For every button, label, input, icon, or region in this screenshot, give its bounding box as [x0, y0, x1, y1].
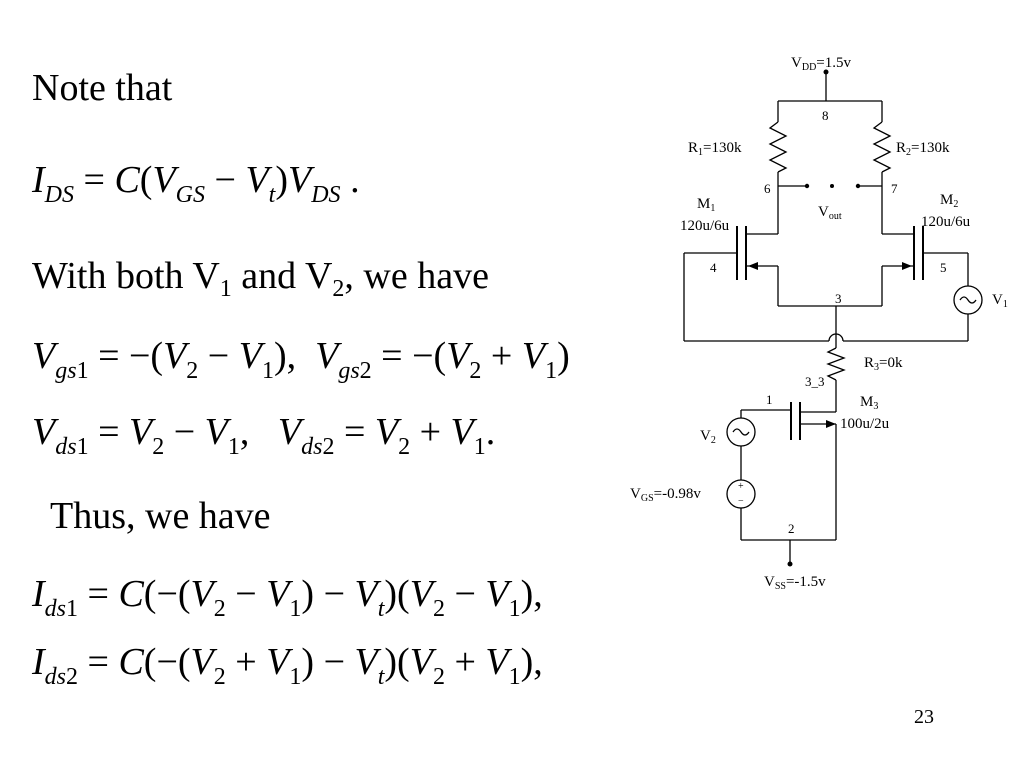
equation-vds: Vds1 = V2 − V1, Vds2 = V2 + V1. [32, 411, 496, 460]
m1-label: M1 [697, 196, 715, 214]
vout-label: Vout [818, 204, 842, 222]
r1-resistor [768, 121, 788, 173]
note-that-text: Note that [32, 67, 173, 109]
m3-label: M3 [860, 394, 878, 412]
node-7-label: 7 [891, 181, 898, 196]
slide-number: 23 [914, 706, 934, 728]
node-8-label: 8 [822, 108, 829, 123]
equation-ids: IDS = C(VGS − Vt)VDS . [32, 159, 360, 208]
vgs-label: VGS=-0.98v [630, 486, 701, 504]
node-3-label: 3 [835, 291, 842, 306]
r2-resistor [872, 121, 892, 173]
with-both-text: With both V1 and V2, we have [32, 255, 489, 302]
v1-label: V1 [992, 292, 1008, 310]
r3-resistor [826, 347, 846, 381]
node-5-label: 5 [940, 260, 947, 275]
r1-label: R1=130k [688, 140, 742, 158]
r3-label: R3=0k [864, 355, 903, 373]
vgs-minus: − [738, 496, 744, 507]
thus-text: Thus, we have [50, 495, 271, 537]
m2-size-label: 120u/6u [921, 214, 971, 230]
vss-label: VSS=-1.5v [764, 574, 826, 592]
node-3-3-label: 3_3 [805, 374, 825, 389]
v2-label: V2 [700, 428, 716, 446]
equation-ids2: Ids2 = C(−(V2 + V1) − Vt)(V2 + V1), [32, 641, 543, 690]
m1-size-label: 120u/6u [680, 218, 730, 234]
equation-ids1: Ids1 = C(−(V2 − V1) − Vt)(V2 − V1), [32, 573, 543, 622]
node-4-label: 4 [710, 260, 717, 275]
node-6-label: 6 [764, 181, 771, 196]
node-1-label: 1 [766, 392, 773, 407]
m3-size-label: 100u/2u [840, 416, 890, 432]
m2-label: M2 [940, 192, 958, 210]
equation-vgs: Vgs1 = −(V2 − V1), Vgs2 = −(V2 + V1) [32, 335, 570, 384]
r2-label: R2=130k [896, 140, 950, 158]
vdd-label: VDD=1.5v [791, 55, 852, 73]
node-2-label: 2 [788, 521, 795, 536]
vgs-plus: + [738, 481, 744, 492]
